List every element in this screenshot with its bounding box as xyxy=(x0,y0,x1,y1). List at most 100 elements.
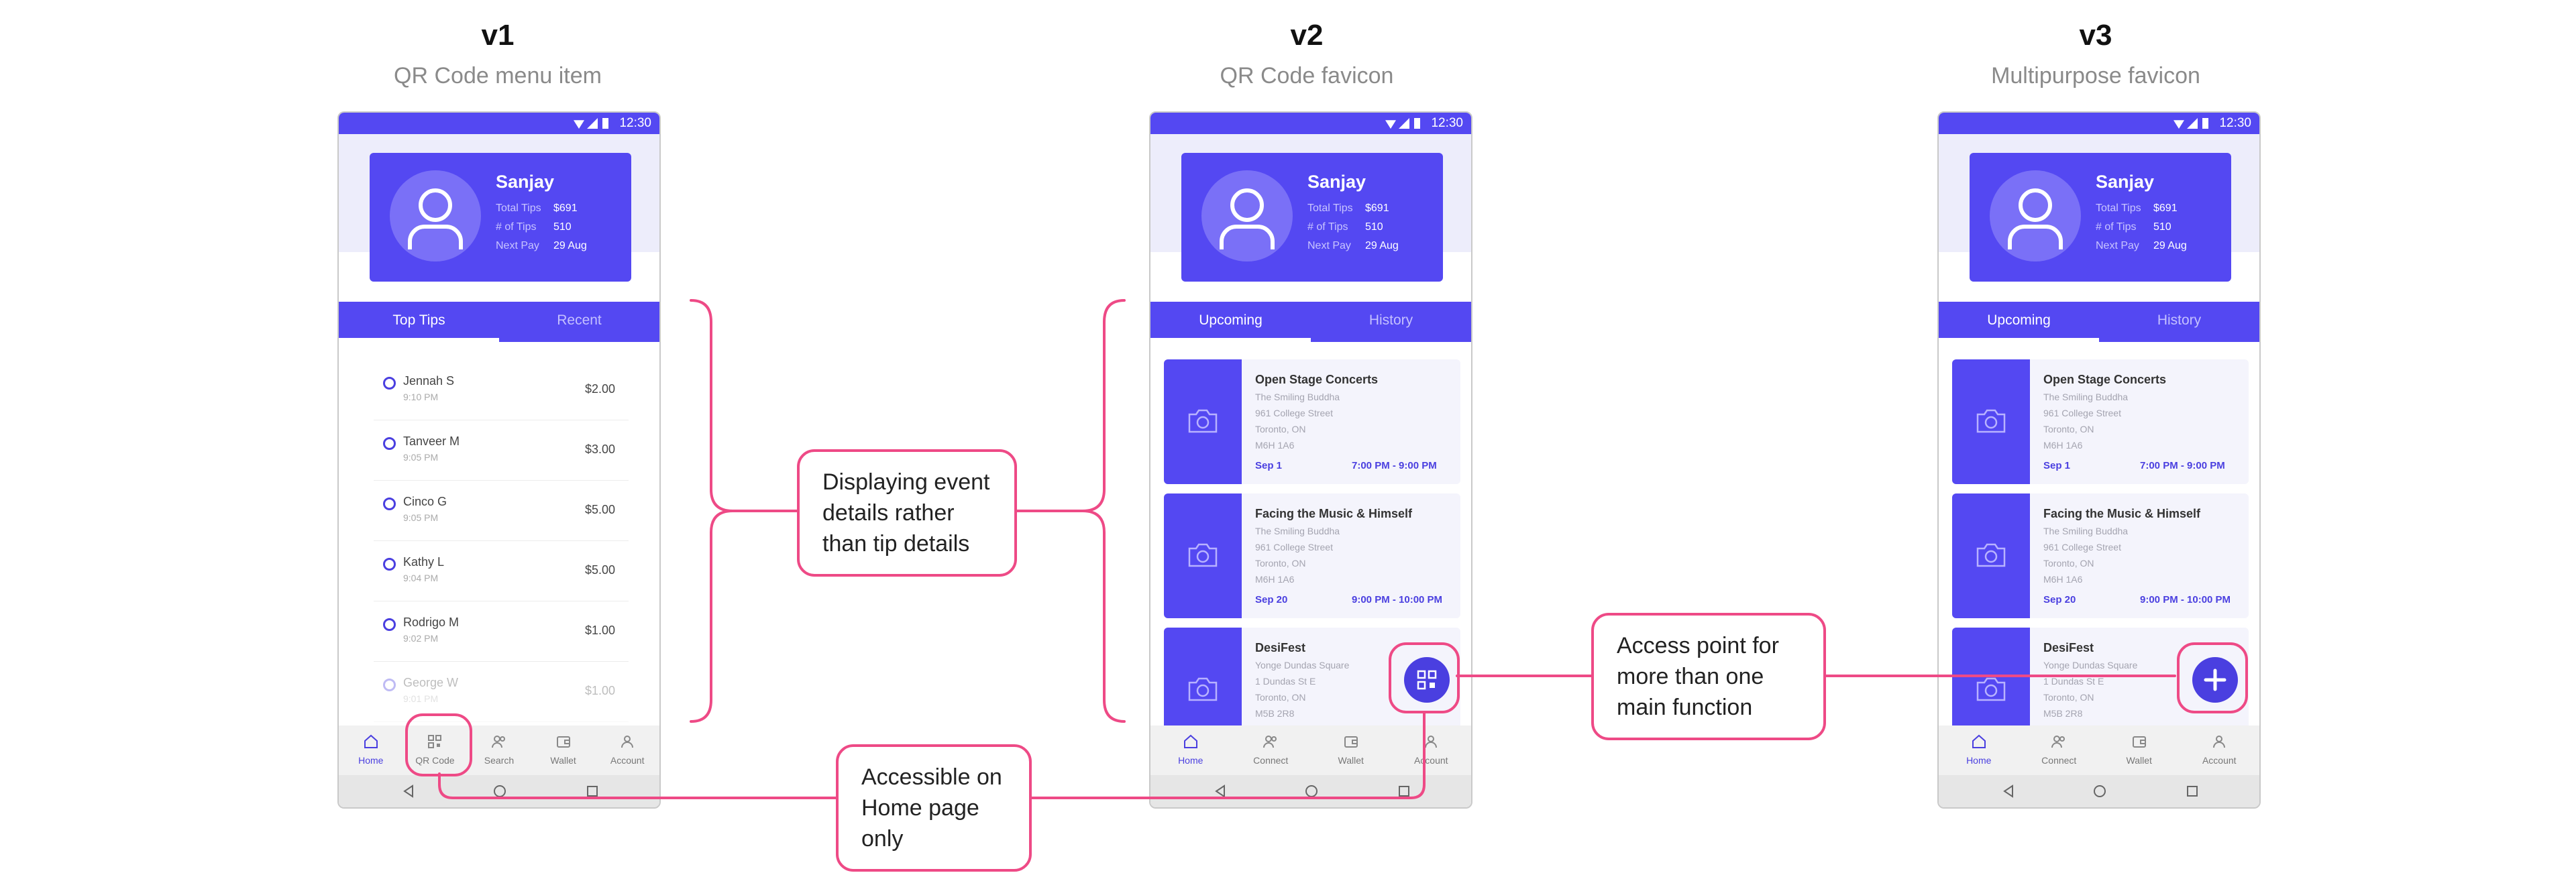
status-bar: 12:30 xyxy=(339,113,659,134)
bottom-nav: Home Connect Wallet Account xyxy=(1150,725,1471,775)
stat-label: Total Tips xyxy=(1307,202,1353,214)
radio-icon xyxy=(383,618,396,631)
tab-history[interactable]: History xyxy=(2157,312,2202,328)
tab-recent[interactable]: Recent xyxy=(557,312,602,328)
event-city: Toronto, ON xyxy=(1255,558,1306,569)
people-icon xyxy=(491,736,505,748)
list-item[interactable]: Rodrigo M 9:02 PM $1.00 xyxy=(374,602,629,662)
event-venue: The Smiling Buddha xyxy=(1255,392,1340,402)
event-time: 9:00 PM - 10:00 PM xyxy=(2140,594,2231,605)
event-thumbnail xyxy=(1164,359,1242,484)
tip-amount: $3.00 xyxy=(584,443,615,456)
profile-card[interactable]: Sanjay Total Tips $691 # of Tips 510 Nex… xyxy=(1181,153,1443,282)
nav-label: Account xyxy=(1413,755,1448,766)
list-item[interactable]: George W 9:01 PM $1.00 xyxy=(374,662,629,722)
tip-amount: $5.00 xyxy=(584,503,615,516)
list-item[interactable]: Cinco G 9:05 PM $5.00 xyxy=(374,481,629,541)
event-postal: M5B 2R8 xyxy=(2043,708,2083,719)
list-item[interactable]: Jennah S 9:10 PM $2.00 xyxy=(374,361,629,420)
stat-value: 510 xyxy=(1365,221,1383,233)
back-icon[interactable] xyxy=(400,783,417,799)
event-postal: M6H 1A6 xyxy=(2043,440,2083,451)
nav-account[interactable]: Account xyxy=(595,725,659,775)
nav-label: Wallet xyxy=(2126,755,2152,766)
tip-amount: $1.00 xyxy=(584,624,615,637)
event-card[interactable]: Facing the Music & Himself The Smiling B… xyxy=(1952,493,2249,618)
back-icon[interactable] xyxy=(1212,783,1228,799)
event-date: Sep 20 xyxy=(1255,594,1288,605)
nav-wallet[interactable]: Wallet xyxy=(531,725,596,775)
tab-upcoming[interactable]: Upcoming xyxy=(1150,302,1311,342)
home-icon xyxy=(1972,734,1986,748)
event-card[interactable]: Open Stage Concerts The Smiling Buddha 9… xyxy=(1164,359,1460,484)
stat-value: $691 xyxy=(2153,202,2178,214)
profile-name: Sanjay xyxy=(496,172,555,192)
nav-qr-code[interactable]: QR Code xyxy=(403,725,468,775)
stat-label: # of Tips xyxy=(2096,221,2137,233)
nav-account[interactable]: Account xyxy=(2180,725,2260,775)
event-card[interactable]: Facing the Music & Himself The Smiling B… xyxy=(1164,493,1460,618)
nav-account[interactable]: Account xyxy=(1391,725,1472,775)
nav-label: Connect xyxy=(2041,755,2077,766)
home-circle-icon[interactable] xyxy=(2092,783,2108,799)
phone-v3: 12:30 Sanjay Total Tips $691 # of Tips 5… xyxy=(1937,111,2261,809)
nav-connect[interactable]: Connect xyxy=(1231,725,1311,775)
event-city: Toronto, ON xyxy=(1255,692,1306,703)
event-address: 961 College Street xyxy=(2043,542,2121,552)
event-title: Facing the Music & Himself xyxy=(2043,507,2201,520)
user-icon xyxy=(2008,188,2063,249)
version-label: v3 xyxy=(2079,19,2112,52)
user-icon xyxy=(1425,736,1438,748)
wallet-icon xyxy=(556,736,570,748)
tab-upcoming[interactable]: Upcoming xyxy=(1939,302,2099,342)
qr-code-fab[interactable] xyxy=(1404,657,1450,703)
nav-home[interactable]: Home xyxy=(1150,725,1231,775)
stat-label: Next Pay xyxy=(1307,240,1351,251)
profile-card[interactable]: Sanjay Total Tips $691 # of Tips 510 Nex… xyxy=(370,153,631,282)
tip-name: Tanveer M xyxy=(403,434,460,448)
tab-history[interactable]: History xyxy=(1368,312,1413,328)
profile-name: Sanjay xyxy=(2096,172,2155,192)
connector-qr-menu xyxy=(438,772,839,799)
event-address: 961 College Street xyxy=(2043,408,2121,418)
callout-event-details: Displaying event details rather than tip… xyxy=(797,449,1017,577)
nav-home[interactable]: Home xyxy=(1939,725,2019,775)
event-title: Facing the Music & Himself xyxy=(1255,507,1413,520)
profile-card[interactable]: Sanjay Total Tips $691 # of Tips 510 Nex… xyxy=(1970,153,2231,282)
recents-icon[interactable] xyxy=(584,783,600,799)
nav-search[interactable]: Search xyxy=(467,725,531,775)
recents-icon[interactable] xyxy=(1396,783,1412,799)
event-thumbnail xyxy=(1164,493,1242,618)
column-header-v1: v1 QR Code menu item xyxy=(263,19,733,89)
list-item[interactable]: Kathy L 9:04 PM $5.00 xyxy=(374,542,629,601)
version-subtitle: QR Code menu item xyxy=(394,63,602,89)
tip-time: 9:05 PM xyxy=(403,452,439,463)
add-fab[interactable] xyxy=(2192,657,2238,703)
nav-wallet[interactable]: Wallet xyxy=(2099,725,2180,775)
tip-name: Rodrigo M xyxy=(403,616,460,629)
system-nav-bar xyxy=(1150,775,1471,807)
nav-label: Wallet xyxy=(1338,755,1364,766)
list-item[interactable]: Tanveer M 9:05 PM $3.00 xyxy=(374,421,629,481)
nav-wallet[interactable]: Wallet xyxy=(1311,725,1391,775)
recents-icon[interactable] xyxy=(2184,783,2200,799)
system-nav-bar xyxy=(339,775,659,807)
nav-connect[interactable]: Connect xyxy=(2019,725,2100,775)
nav-home[interactable]: Home xyxy=(339,725,403,775)
battery-icon xyxy=(602,118,608,129)
nav-label: Home xyxy=(1966,755,1992,766)
event-venue: The Smiling Buddha xyxy=(2043,526,2129,536)
event-city: Toronto, ON xyxy=(2043,558,2094,569)
back-icon[interactable] xyxy=(2000,783,2017,799)
user-icon xyxy=(621,736,634,748)
home-icon xyxy=(1183,734,1197,748)
stat-value: 510 xyxy=(553,221,572,233)
event-card[interactable]: Open Stage Concerts The Smiling Buddha 9… xyxy=(1952,359,2249,484)
event-venue: Yonge Dundas Square xyxy=(2043,660,2138,671)
event-city: Toronto, ON xyxy=(2043,692,2094,703)
tab-top-tips[interactable]: Top Tips xyxy=(339,302,499,342)
event-city: Toronto, ON xyxy=(1255,424,1306,434)
tip-name: Cinco G xyxy=(403,495,447,508)
event-venue: Yonge Dundas Square xyxy=(1255,660,1350,671)
highlight-plus-fab xyxy=(2177,642,2248,713)
